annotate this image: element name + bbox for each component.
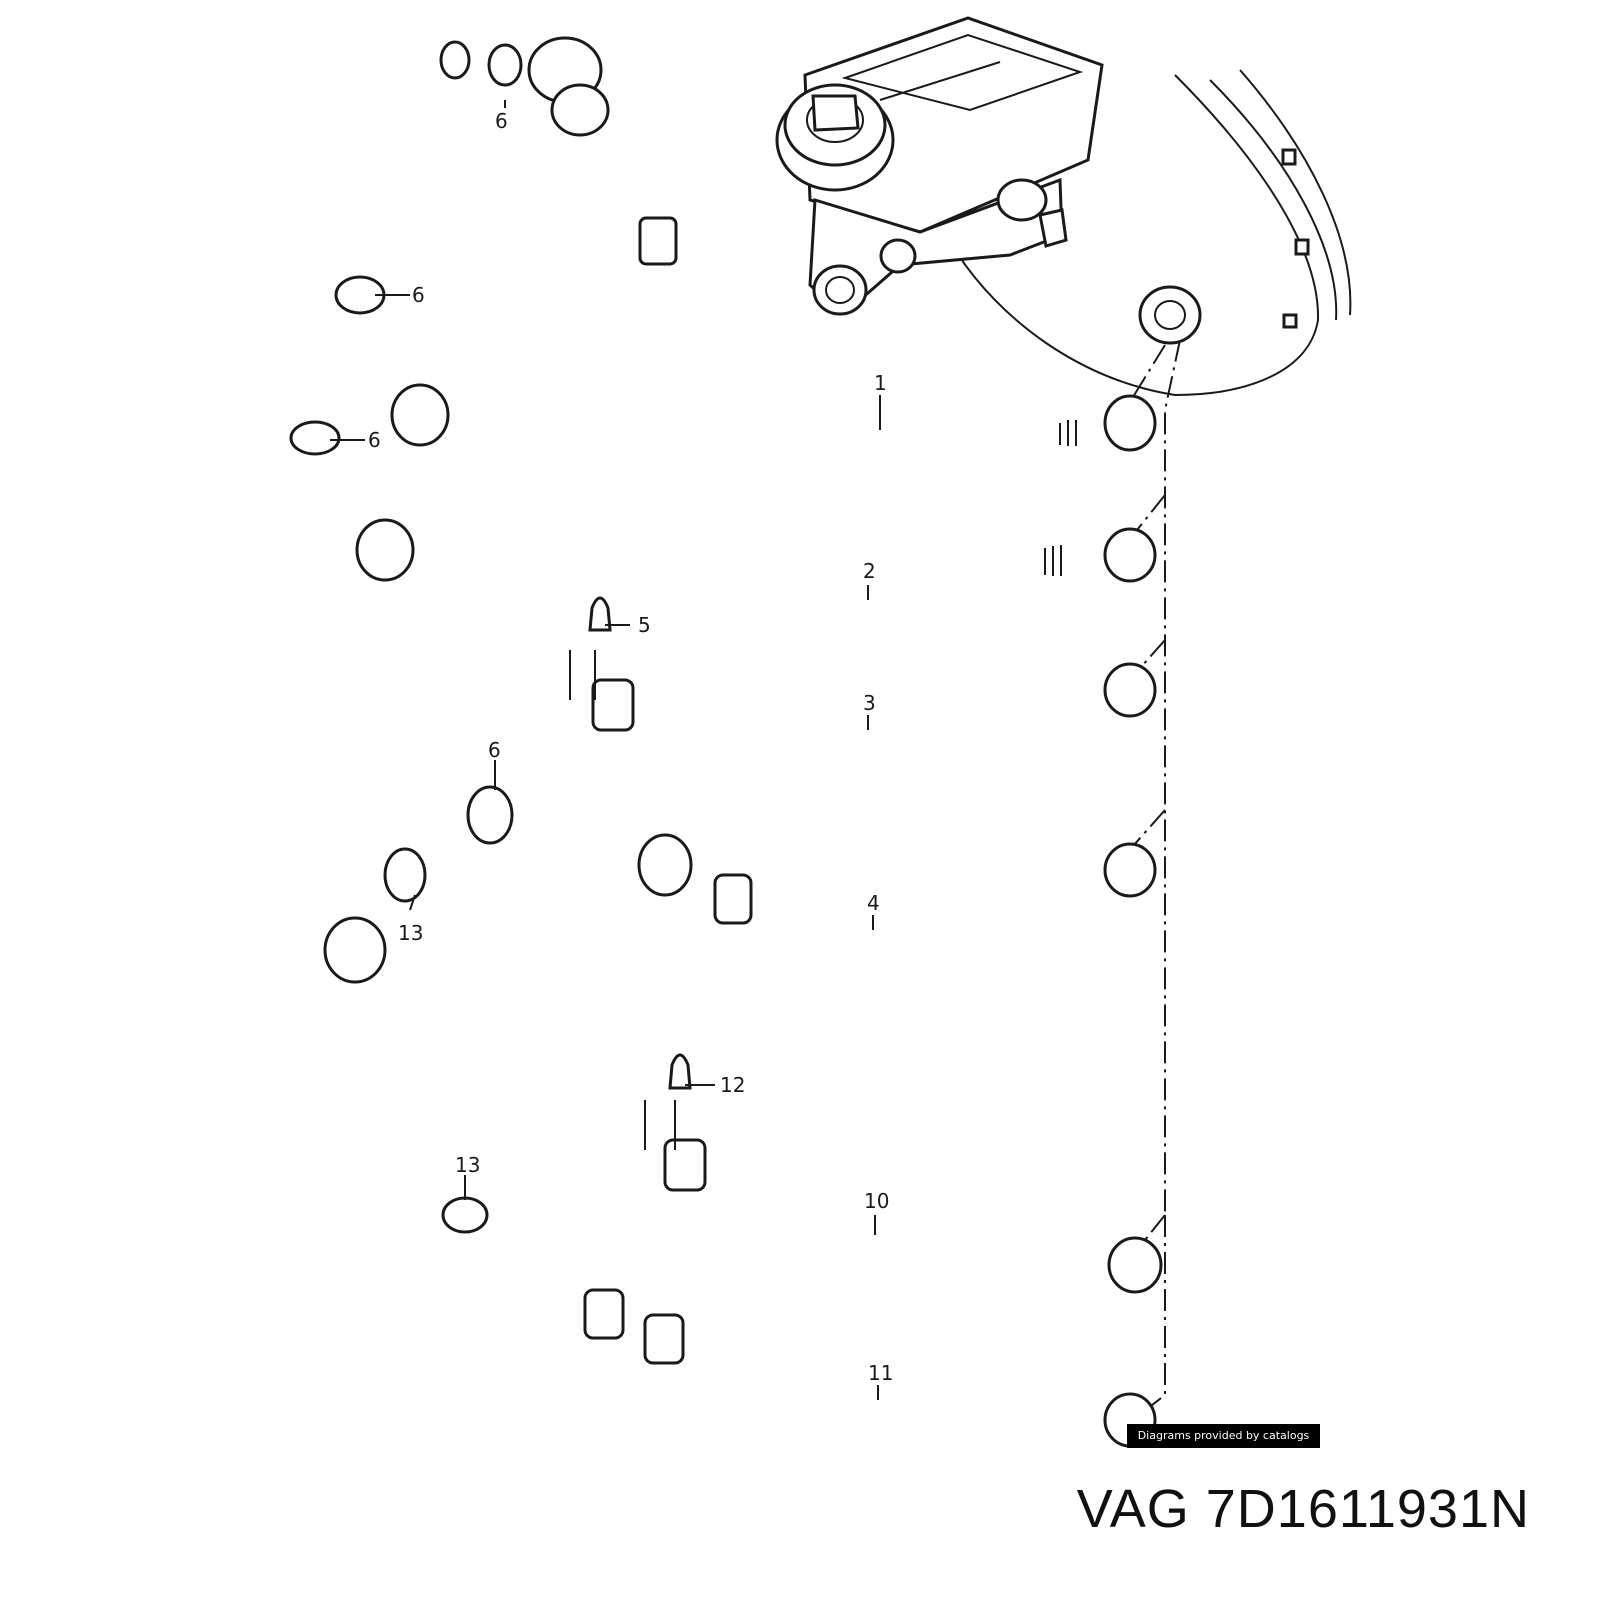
callout-13: 13 xyxy=(398,921,423,945)
callout-6: 6 xyxy=(495,109,508,133)
callout-3: 3 xyxy=(863,691,876,715)
watermark: Diagrams provided by catalogs parts xyxy=(1127,1424,1320,1466)
brake-hose-11 xyxy=(480,1245,1157,1448)
banjo-bolt-icon xyxy=(569,650,676,1150)
callout-2: 2 xyxy=(863,559,876,583)
part-number-caption: VAG 7D1611931N xyxy=(1076,1479,1530,1539)
reference-line xyxy=(1119,339,1181,1431)
brake-booster-icon xyxy=(954,69,1352,396)
callout-11: 11 xyxy=(868,1361,893,1385)
callout-13: 13 xyxy=(455,1153,480,1177)
brake-hose-2 xyxy=(359,344,1157,633)
brake-master-cylinder-icon xyxy=(775,16,1104,316)
callout-1: 1 xyxy=(874,371,887,395)
callout-12: 12 xyxy=(720,1073,745,1097)
callout-10: 10 xyxy=(864,1189,889,1213)
brake-hose-4 xyxy=(529,809,1157,961)
callout-6: 6 xyxy=(488,738,501,762)
brake-hose-1 xyxy=(527,36,1157,452)
callout-6: 6 xyxy=(368,428,381,452)
grommet-icon xyxy=(1138,285,1202,345)
dust-cap-icon xyxy=(588,596,692,1090)
leader-lines xyxy=(330,100,881,1400)
callout-5: 5 xyxy=(638,613,651,637)
callout-4: 4 xyxy=(867,891,880,915)
callout-6: 6 xyxy=(412,283,425,307)
brake-hose-10 xyxy=(311,869,1163,1294)
brake-hose-3 xyxy=(319,474,1157,768)
